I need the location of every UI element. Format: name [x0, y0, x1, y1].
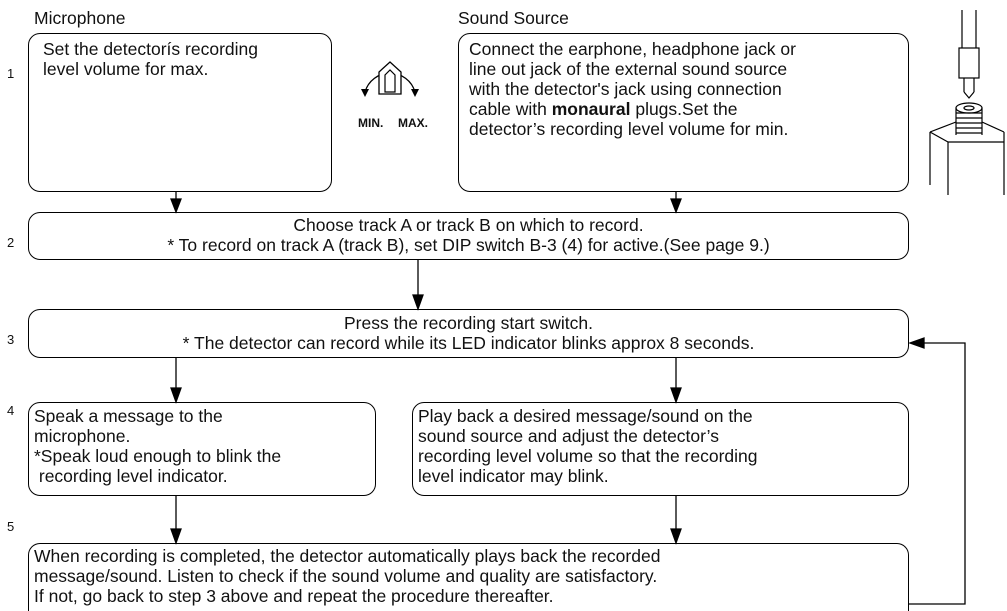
step4-mic-line-1: Speak a message to the — [34, 406, 223, 426]
arrow-head — [412, 294, 424, 311]
step4-mic-line-2: microphone. — [34, 426, 131, 446]
volume-knob-icon — [361, 61, 419, 97]
step4-microphone-box: Speak a message to the microphone. *Spea… — [28, 402, 376, 496]
knob-min-label: MIN. — [358, 116, 384, 130]
arrow-head — [170, 198, 182, 214]
step3-line-1: Press the recording start switch. — [344, 313, 593, 333]
step1-sound-source-box: Connect the earphone, headphone jack or … — [458, 33, 909, 192]
step1-source-line-4: cable with monaural plugs.Set the — [469, 99, 738, 119]
step2-box: Choose track A or track B on which to re… — [28, 212, 909, 260]
step4-source-line-2: sound source and adjust the detector’s — [418, 426, 719, 446]
arrow-head — [670, 528, 682, 545]
step1-source-line-3: with the detector's jack using connectio… — [469, 79, 782, 99]
step-number-4: 4 — [7, 403, 15, 418]
step1-source-line-2: line out jack of the external sound sour… — [469, 59, 788, 79]
step1-source-line-5: detector’s recording level volume for mi… — [469, 119, 789, 139]
step3-box: Press the recording start switch. * The … — [28, 309, 909, 358]
arrow-head — [670, 198, 682, 214]
step2-line-2: * To record on track A (track B), set DI… — [167, 235, 770, 255]
step2-line-1: Choose track A or track B on which to re… — [293, 215, 644, 235]
step4-source-line-3: recording level volume so that the recor… — [418, 446, 758, 466]
step5-line-1: When recording is completed, the detecto… — [34, 546, 661, 566]
microphone-header: Microphone — [34, 8, 126, 28]
arrow-head — [670, 387, 682, 404]
arrow-head — [908, 337, 925, 349]
step4-source-line-1: Play back a desired message/sound on the — [418, 406, 753, 426]
knob-max-label: MAX. — [398, 116, 428, 130]
plug-jack-icon — [929, 10, 1005, 195]
arrow-head — [170, 387, 182, 404]
line4-prefix: cable with — [469, 99, 552, 119]
step1-mic-line-1: Set the detectorís recording — [43, 39, 258, 59]
step1-mic-line-2: level volume for max. — [43, 59, 209, 79]
step5-box: When recording is completed, the detecto… — [28, 543, 909, 611]
step-number-3: 3 — [7, 332, 15, 347]
step4-sound-source-box: Play back a desired message/sound on the… — [412, 402, 909, 496]
step4-source-line-4: level indicator may blink. — [418, 466, 609, 486]
step4-mic-line-4: recording level indicator. — [34, 466, 228, 486]
step5-line-3: If not, go back to step 3 above and repe… — [34, 586, 554, 606]
sound-source-header: Sound Source — [458, 8, 569, 28]
step-number-2: 2 — [7, 235, 15, 250]
monaural-emphasis: monaural — [551, 99, 631, 119]
step-number-1: 1 — [7, 66, 15, 81]
step4-mic-line-3: *Speak loud enough to blink the — [34, 446, 282, 466]
step3-line-2: * The detector can record while its LED … — [182, 333, 755, 353]
step-number-5: 5 — [7, 519, 15, 534]
arrow-head — [170, 528, 182, 545]
step5-line-2: message/sound. Listen to check if the so… — [34, 566, 658, 586]
step1-microphone-box: Set the detectorís recording level volum… — [28, 33, 332, 192]
line4-suffix: plugs.Set the — [630, 99, 738, 119]
step1-source-line-1: Connect the earphone, headphone jack or — [469, 39, 796, 59]
